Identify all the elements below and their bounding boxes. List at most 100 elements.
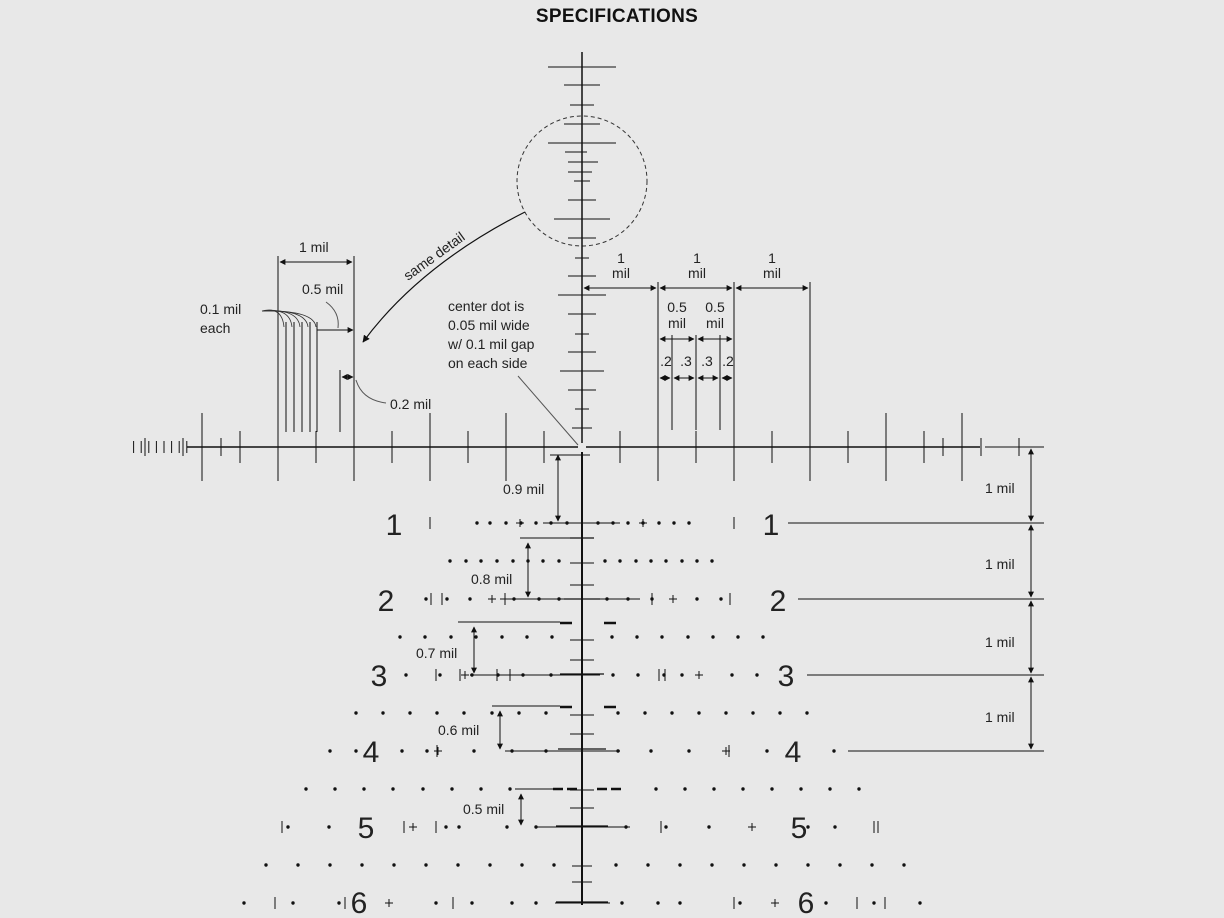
holdover-dot xyxy=(611,521,615,525)
row-5-left-number: 5 xyxy=(358,812,375,845)
holdover-dot xyxy=(805,711,809,715)
holdover-dot xyxy=(730,673,734,677)
holdover-dot xyxy=(614,863,618,867)
holdover-dot xyxy=(488,521,492,525)
holdover-dot xyxy=(680,559,684,563)
right-mil-3-unit: mil xyxy=(763,265,781,281)
right-mil-2-num: 1 xyxy=(693,250,701,266)
holdover-dot xyxy=(870,863,874,867)
holdover-dot xyxy=(511,559,515,563)
holdover-dot xyxy=(398,635,402,639)
holdover-dot xyxy=(510,749,514,753)
holdover-dot xyxy=(448,559,452,563)
holdover-dot xyxy=(710,863,714,867)
holdover-dot xyxy=(678,863,682,867)
center-dot-line-2: 0.05 mil wide xyxy=(448,317,530,333)
right-mil-2-unit: mil xyxy=(688,265,706,281)
holdover-dot xyxy=(517,711,521,715)
holdover-dot xyxy=(683,787,687,791)
holdover-dot xyxy=(457,825,461,829)
holdover-dot xyxy=(421,787,425,791)
holdover-dot xyxy=(470,901,474,905)
holdover-dot xyxy=(520,863,524,867)
right-sub-3: .3 xyxy=(701,353,713,369)
holdover-dot xyxy=(712,787,716,791)
holdover-dot xyxy=(616,749,620,753)
left-one-mil-label: 1 mil xyxy=(299,239,329,255)
tenth-mil-leader xyxy=(261,310,309,328)
holdover-dot xyxy=(806,863,810,867)
holdover-dot xyxy=(521,673,525,677)
center-dot-leader xyxy=(517,375,579,446)
holdover-dot xyxy=(751,711,755,715)
holdover-dot xyxy=(488,863,492,867)
row-4-drop-label: 0.6 mil xyxy=(438,722,479,738)
holdover-dot xyxy=(686,635,690,639)
left-half-mil-label: 0.5 mil xyxy=(302,281,343,297)
holdover-dot xyxy=(360,863,364,867)
holdover-dot xyxy=(534,901,538,905)
holdover-dot xyxy=(328,863,332,867)
holdover-dot xyxy=(519,521,523,525)
right-sub-4: .2 xyxy=(722,353,734,369)
row-5-drop-label: 0.5 mil xyxy=(463,801,504,817)
holdover-dot xyxy=(552,863,556,867)
holdover-dot xyxy=(525,635,529,639)
holdover-dot xyxy=(646,863,650,867)
holdover-dot xyxy=(678,901,682,905)
row-1-left-number: 1 xyxy=(386,509,403,542)
holdover-dot xyxy=(327,825,331,829)
holdover-dot xyxy=(697,711,701,715)
holdover-dot xyxy=(838,863,842,867)
holdover-dot xyxy=(400,749,404,753)
right-mil-3-num: 1 xyxy=(768,250,776,266)
holdover-dot xyxy=(687,749,691,753)
holdover-dot xyxy=(337,901,341,905)
holdover-dot xyxy=(738,901,742,905)
holdover-dot xyxy=(650,597,654,601)
holdover-dot xyxy=(456,863,460,867)
center-dot-line-1: center dot is xyxy=(448,298,524,314)
holdover-dot xyxy=(470,673,474,677)
holdover-dot xyxy=(434,901,438,905)
holdover-dot xyxy=(624,825,628,829)
row-4-left-number: 4 xyxy=(363,736,380,769)
center-dot-line-4: on each side xyxy=(448,355,528,371)
holdover-dot xyxy=(799,787,803,791)
holdover-dot xyxy=(710,559,714,563)
holdover-dot xyxy=(657,521,661,525)
holdover-dot xyxy=(496,673,500,677)
half-mil-leader xyxy=(325,301,339,329)
holdover-dot xyxy=(479,559,483,563)
holdover-dot xyxy=(425,749,429,753)
holdover-dot xyxy=(742,863,746,867)
row-4-right-number: 4 xyxy=(785,736,802,769)
holdover-dot xyxy=(664,559,668,563)
right-half-2-num: 0.5 xyxy=(705,299,725,315)
holdover-dot xyxy=(662,673,666,677)
same-detail-label: same detail xyxy=(400,228,467,283)
holdover-dot xyxy=(707,825,711,829)
holdover-dot xyxy=(770,787,774,791)
holdover-dot xyxy=(435,711,439,715)
holdover-dot xyxy=(424,597,428,601)
holdover-dot xyxy=(264,863,268,867)
holdover-dot xyxy=(778,711,782,715)
dimension-lines xyxy=(261,256,1044,826)
right-sub-2: .3 xyxy=(680,353,692,369)
holdover-dot xyxy=(505,825,509,829)
holdover-dot xyxy=(381,711,385,715)
holdover-dot xyxy=(596,521,600,525)
holdover-dot xyxy=(408,711,412,715)
holdover-dot xyxy=(902,863,906,867)
holdover-dot xyxy=(660,635,664,639)
row-1-spacing-label: 1 mil xyxy=(985,480,1015,496)
holdover-dot xyxy=(296,863,300,867)
holdover-dot xyxy=(500,635,504,639)
holdover-dot xyxy=(424,863,428,867)
page-title: SPECIFICATIONS xyxy=(535,6,699,27)
holdover-dot xyxy=(736,635,740,639)
holdover-dot xyxy=(549,673,553,677)
right-half-1-unit: mil xyxy=(668,315,686,331)
holdover-dot xyxy=(549,521,553,525)
